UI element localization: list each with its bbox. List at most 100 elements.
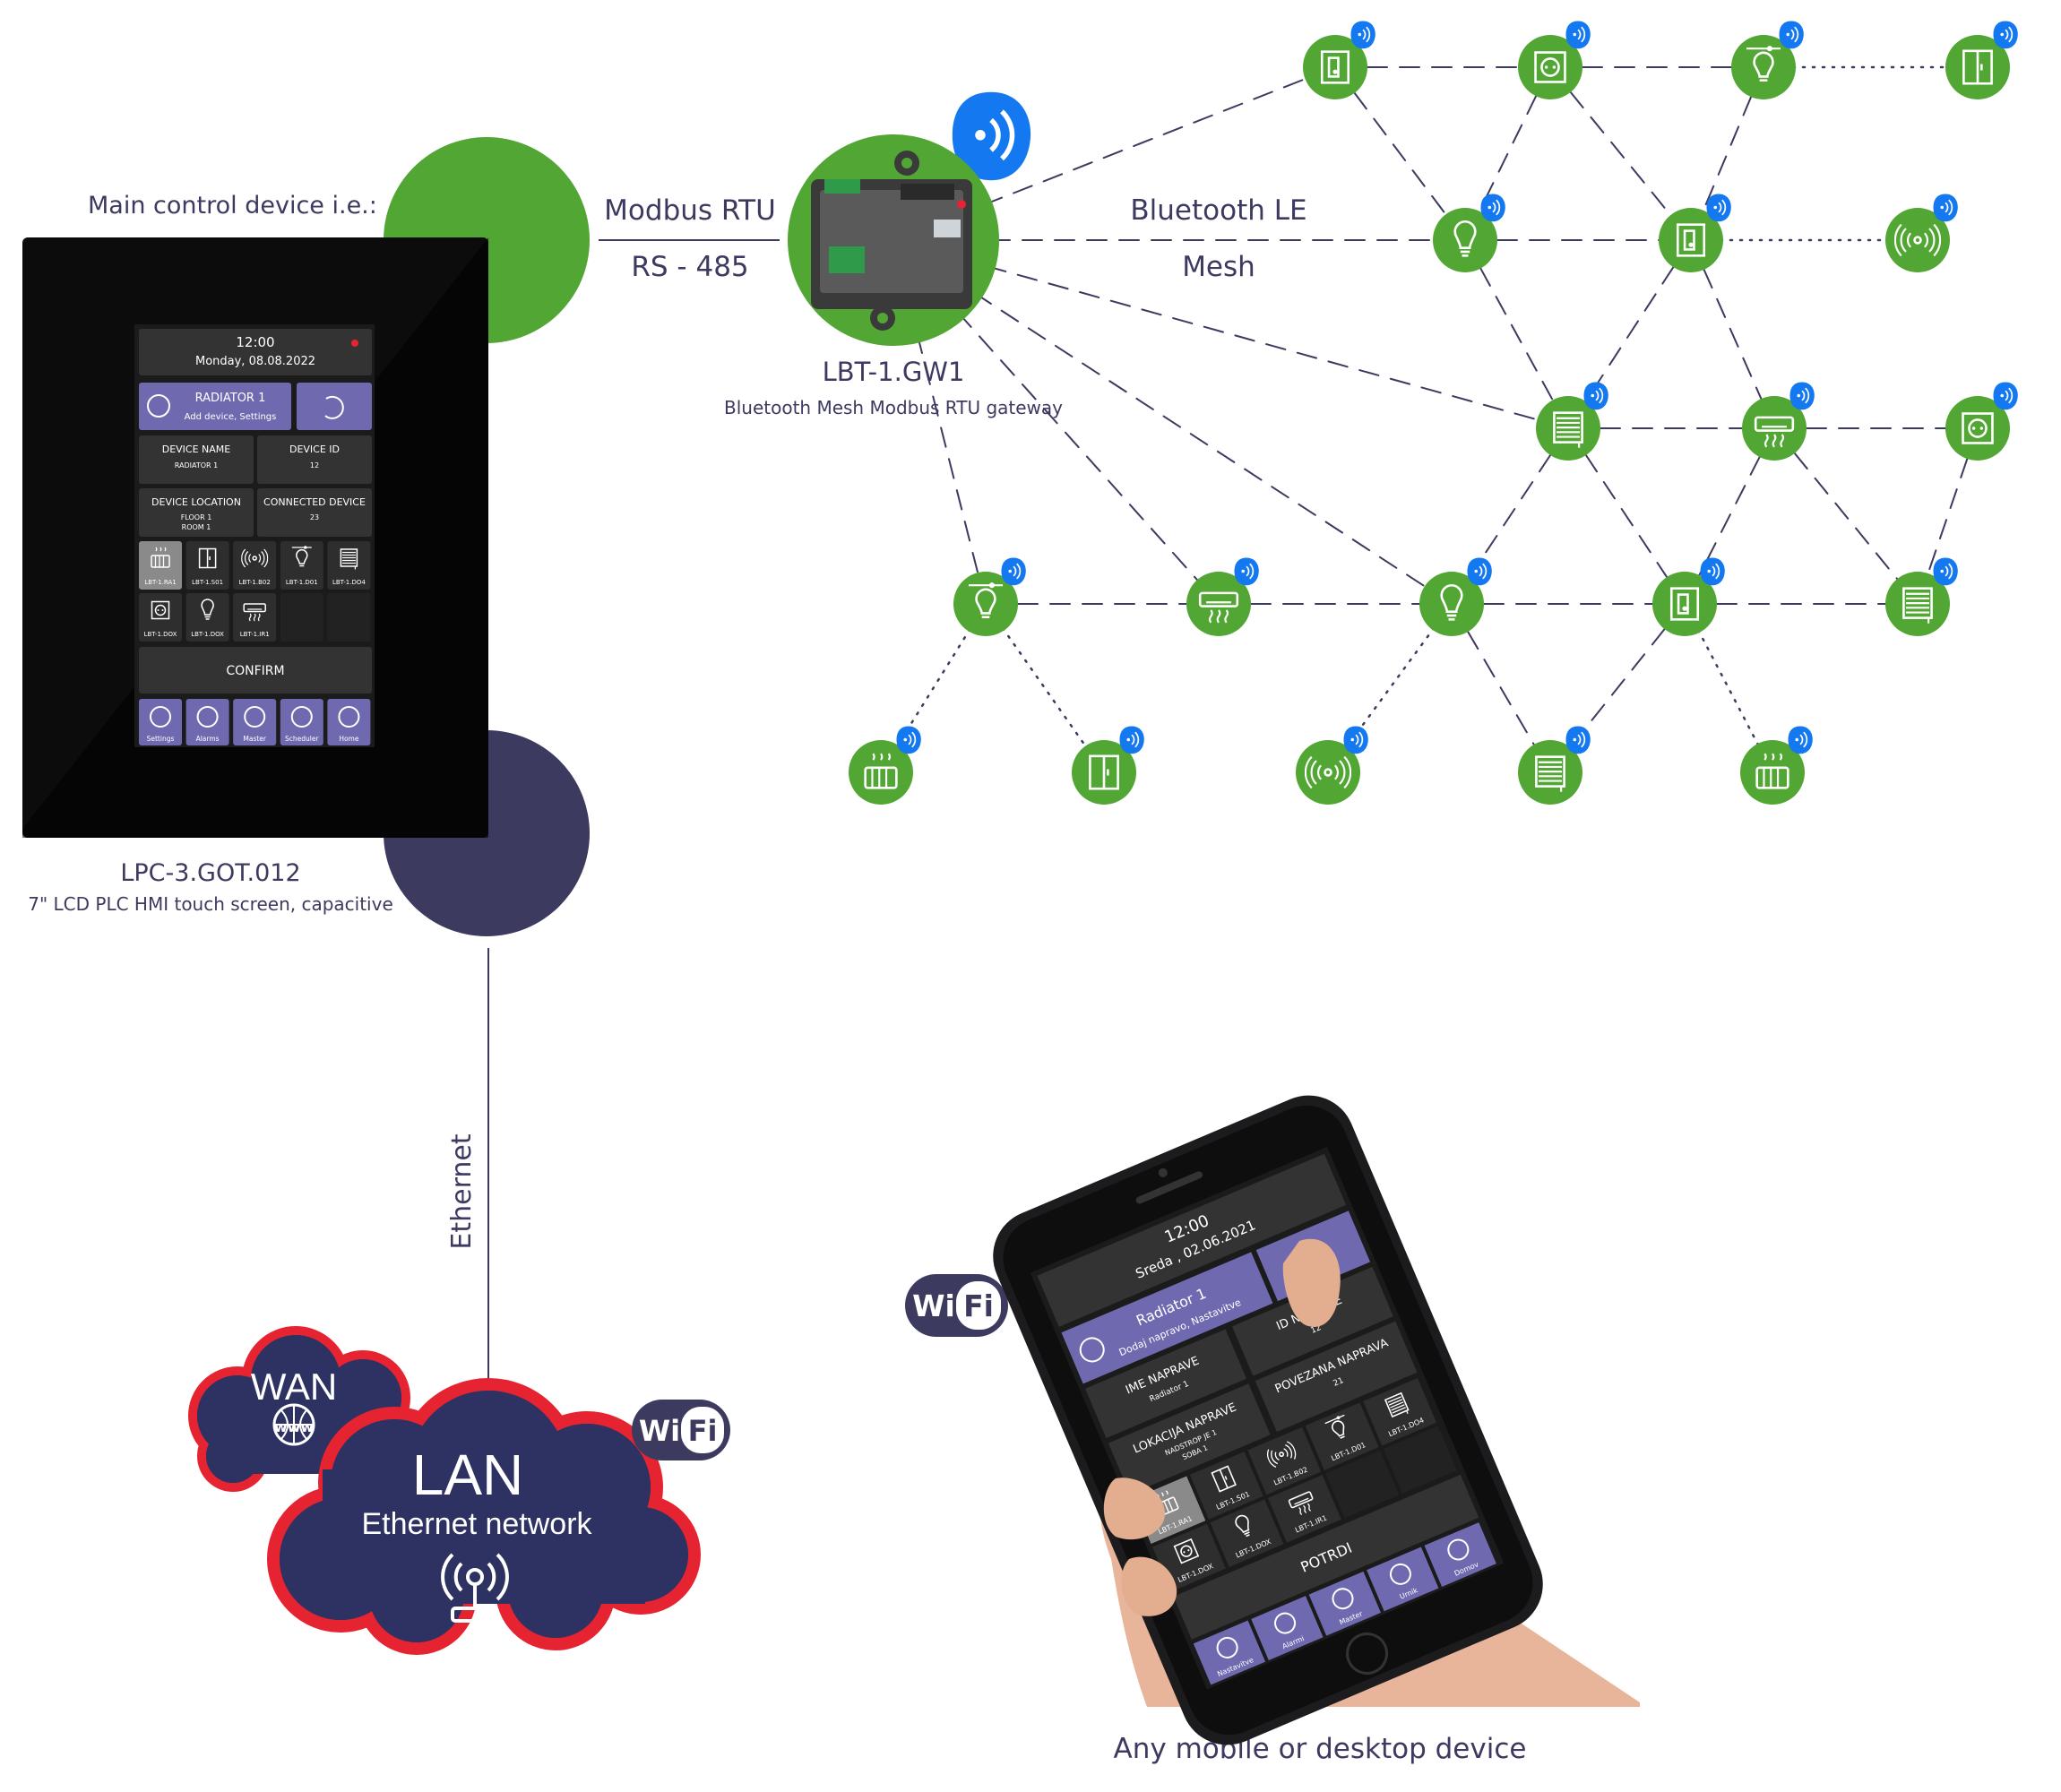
hmi-nav-scheduler[interactable]: Scheduler (280, 699, 323, 745)
gateway-mount-hole (901, 158, 912, 168)
nastavitve-icon (1216, 1636, 1238, 1658)
hmi-field-value: FLOOR 1 (181, 513, 212, 521)
gateway-desc-label: Bluetooth Mesh Modbus RTU gateway (724, 397, 1063, 418)
bluetooth-badge-icon (1233, 556, 1260, 586)
alarms-icon (196, 706, 219, 728)
mesh-node-circle (1518, 35, 1582, 99)
mesh-node-circle (849, 740, 913, 805)
ethernet-label: Ethernet (446, 1133, 478, 1249)
mesh-link-n6-n8 (1567, 239, 1692, 429)
modbus-rtu-label: Modbus RTU (604, 194, 776, 227)
wifi-fi-text: Fi (688, 1414, 718, 1448)
phone-field-value: 21 (1332, 1376, 1345, 1389)
phone-home-button[interactable] (1341, 1628, 1393, 1680)
wifi-badge-lan: Wi Fi (632, 1400, 730, 1460)
wan-label: WAN (251, 1366, 337, 1408)
phone-gear-icon (1079, 1337, 1105, 1363)
phone-nav-urnik[interactable]: Urnik (1367, 1546, 1439, 1612)
hmi-field-device-name[interactable] (139, 435, 254, 484)
mesh-node-n16 (849, 725, 922, 805)
phone-nav-alarmi[interactable]: Alarmi (1251, 1596, 1324, 1661)
hmi-confirm-button[interactable] (139, 647, 372, 694)
bluetooth-badge-icon (1992, 381, 2019, 410)
mesh-node-circle (1303, 35, 1367, 99)
hmi-field-label: DEVICE LOCATION (151, 496, 241, 508)
hmi-nav-home[interactable]: Home (327, 699, 371, 745)
hmi-device-tile[interactable]: LBT-1.S01 (185, 541, 229, 590)
hmi-device-tile[interactable]: LBT-1.B02 (233, 541, 277, 590)
wifi-badge-mobile: Wi Fi (905, 1274, 1008, 1337)
hmi-field-value: 23 (310, 513, 319, 521)
home-icon (338, 706, 360, 728)
hmi-device-tile[interactable]: LBT-1.DOX (185, 593, 229, 642)
bluetooth-badge-icon (1699, 556, 1726, 586)
hmi-nav-master[interactable]: Master (233, 699, 277, 745)
bluetooth-badge-icon (1582, 381, 1609, 410)
mesh-node-circle (1659, 208, 1723, 272)
hmi-field-value: 12 (310, 461, 319, 470)
mesh-link-n6-n9 (1690, 239, 1775, 429)
hmi-device-tile[interactable]: LBT-1.D01 (280, 541, 323, 590)
phone-confirm-button[interactable] (1173, 1474, 1479, 1640)
wifi-fi-text: Fi (963, 1288, 994, 1323)
hmi-nav-settings[interactable]: Settings (139, 699, 182, 745)
hmi-field-value: ROOM 1 (182, 523, 211, 531)
hmi-device-tile[interactable]: LBT-1.DOX (139, 593, 182, 642)
bluetooth-badge-icon (1466, 556, 1493, 586)
hmi-nav-alarms[interactable]: Alarms (185, 699, 229, 745)
phone-device-tile[interactable]: LBT-1.IR1 (1267, 1475, 1341, 1543)
mesh-link-n2-n6 (1549, 66, 1692, 241)
master-icon (1332, 1588, 1354, 1610)
www-label: www (274, 1418, 315, 1435)
hmi-back-icon (324, 395, 344, 419)
bluetooth-badge-icon (1565, 725, 1591, 754)
mesh-node-n20 (1740, 725, 1814, 805)
bluetooth-badge-icon (1118, 725, 1145, 754)
hmi-nav-label: Home (339, 735, 359, 743)
bluetooth-badge-icon (1932, 556, 1959, 586)
phone-nav-master[interactable]: Master (1308, 1571, 1381, 1636)
hmi-device-tile[interactable]: LBT-1.RA1 (139, 541, 182, 590)
mesh-node-n13 (1419, 556, 1493, 636)
hmi-device-button[interactable] (139, 383, 291, 430)
hmi-device-code: LBT-1.B02 (239, 579, 271, 586)
finger-image (1103, 1478, 1165, 1540)
mesh-node-circle (1433, 208, 1497, 272)
settings-icon (150, 706, 171, 728)
mesh-link-gw-n8 (893, 239, 1569, 429)
bluetooth-badge-icon (1342, 725, 1369, 754)
phone-nav-domov[interactable]: Domov (1424, 1522, 1496, 1587)
phone-camera (1158, 1167, 1168, 1177)
hmi-device-tile[interactable]: LBT-1.DO4 (327, 541, 371, 590)
master-icon (244, 706, 266, 728)
hmi-field-device-location[interactable] (139, 488, 254, 537)
wifi-wi-text: Wi (639, 1414, 680, 1448)
mesh-node-n12 (1186, 556, 1260, 636)
hmi-device-code: LBT-1.IR1 (240, 631, 270, 638)
mesh-node-n15 (1885, 556, 1959, 636)
scheduler-icon (290, 706, 313, 728)
hmi-empty-tile (327, 593, 371, 642)
hmi-device-tile[interactable]: LBT-1.IR1 (233, 593, 277, 642)
mesh-node-n5 (1433, 193, 1506, 272)
wifi-wi-text: Wi (912, 1288, 955, 1323)
gateway-connector (901, 184, 954, 200)
hmi-back-button[interactable] (297, 383, 372, 430)
mesh-node-n4 (1945, 20, 2019, 99)
hmi-field-connected-device[interactable] (257, 488, 372, 537)
mesh-label: Mesh (1182, 251, 1255, 283)
hmi-empty-tile (280, 593, 323, 642)
gateway-label-sticker (934, 220, 961, 237)
hmi-field-device-id[interactable] (257, 435, 372, 484)
bluetooth-badge-icon (1778, 20, 1805, 49)
phone-device-button[interactable] (1061, 1252, 1273, 1384)
hmi-field-value: RADIATOR 1 (175, 461, 218, 470)
hmi-confirm-label: CONFIRM (226, 664, 284, 678)
lan-cloud: LAN Ethernet network (267, 1378, 701, 1655)
mesh-node-circle (1742, 396, 1807, 461)
mesh-link-n5-n8 (1464, 239, 1569, 429)
mesh-link-n9-n15 (1773, 427, 1919, 605)
mesh-link-n11-n16 (879, 602, 987, 774)
